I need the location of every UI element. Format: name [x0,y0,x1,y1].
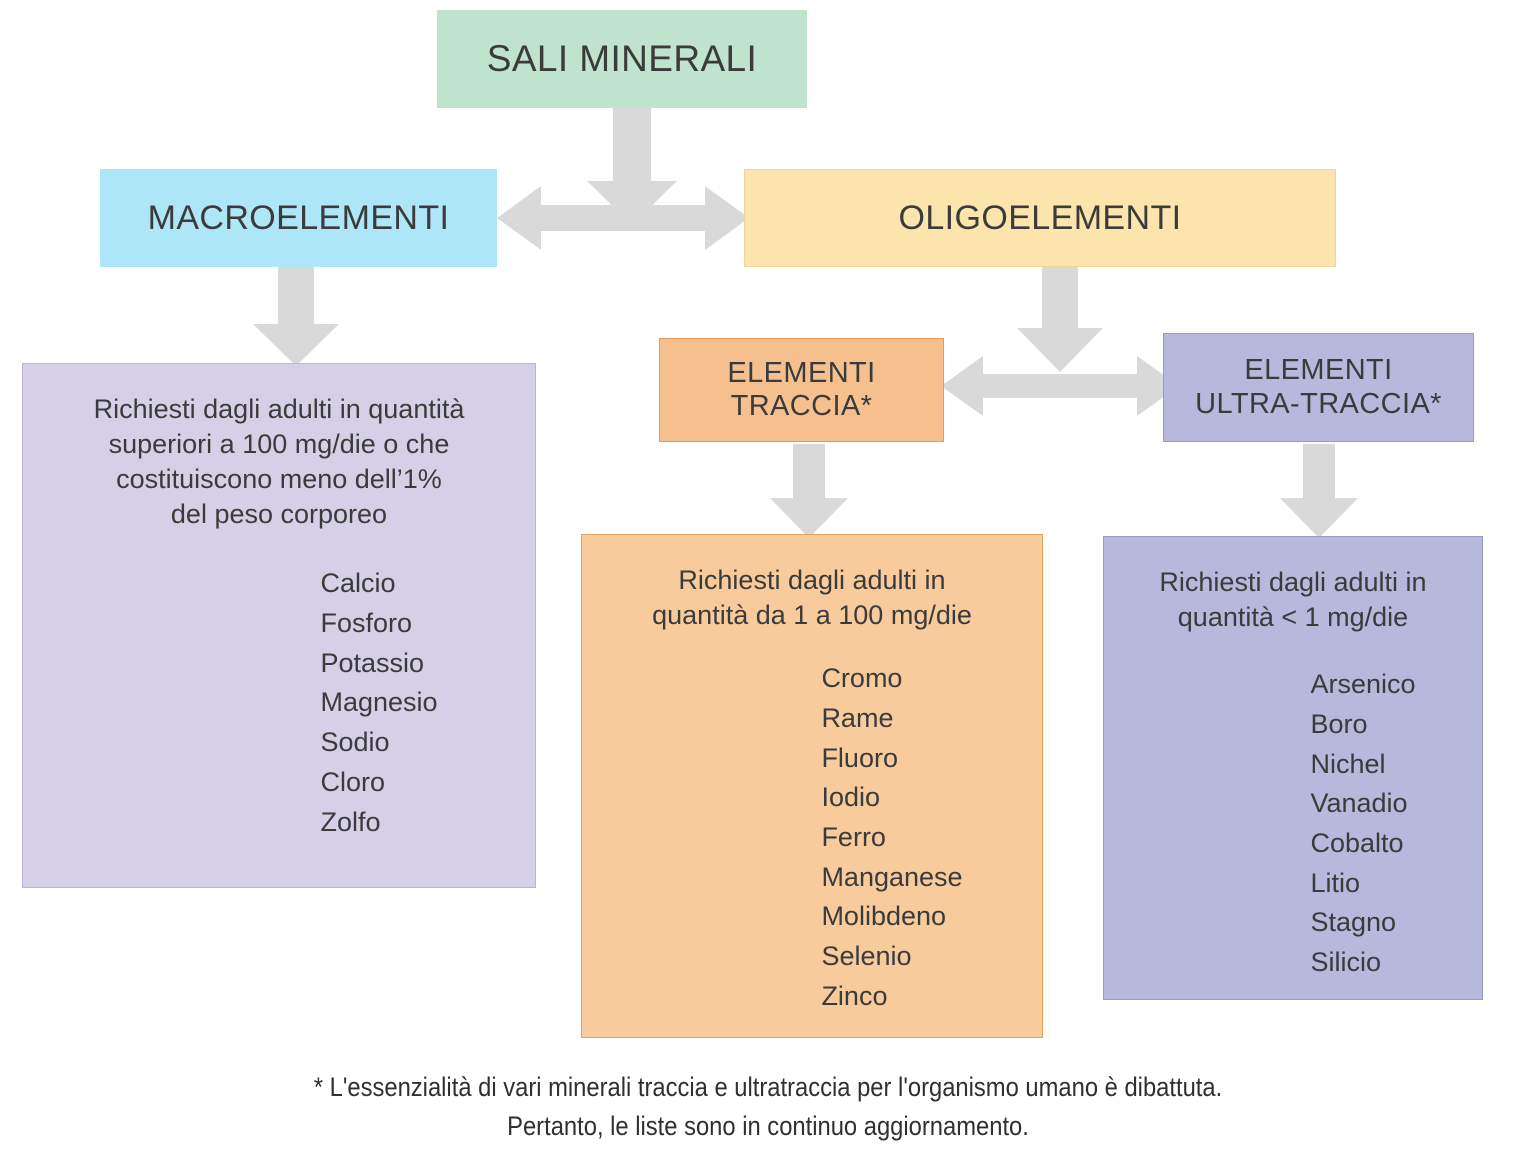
node-elementi-ultra-traccia-label: ELEMENTI ULTRA-TRACCIA* [1195,354,1442,420]
list-item: Iodio [821,782,880,813]
list-item: Potassio [320,647,425,678]
panel-macroelementi-description: Richiesti dagli adulti in quantità super… [93,394,465,530]
node-oligoelementi[interactable]: OLIGOELEMENTI [744,169,1336,267]
list-item: Fluoro [821,742,898,773]
list-item: Cloro [320,766,385,797]
list-item: Selenio [821,941,912,971]
list-item: Fosforo [320,608,412,639]
list-item: Manganese [821,861,963,892]
node-elementi-ultra-traccia[interactable]: ELEMENTI ULTRA-TRACCIA* [1163,333,1474,442]
list-item: Molibdeno [821,901,947,932]
panel-macroelementi-detail: Richiesti dagli adulti in quantità super… [22,363,536,888]
panel-elementi-traccia-description: Richiesti dagli adulti in quantità da 1 … [652,565,972,631]
node-macroelementi[interactable]: MACROELEMENTI [100,169,497,267]
node-macroelementi-label: MACROELEMENTI [147,198,450,237]
list-item: Boro [1310,708,1368,739]
list-item: Silicio [1310,947,1381,977]
list-item: Arsenico [1310,669,1416,700]
panel-elementi-traccia-detail: Richiesti dagli adulti in quantità da 1 … [581,534,1043,1038]
footnote-text: * L'essenzialità di vari minerali tracci… [313,1072,1223,1142]
list-item: Calcio [320,568,396,599]
list-item: Zinco [821,980,888,1011]
arrow-traccia-ultratraccia [941,348,1179,424]
node-elementi-traccia[interactable]: ELEMENTI TRACCIA* [659,338,944,442]
list-item: Rame [821,702,894,733]
list-item: Stagno [1310,907,1397,938]
arrow-ultratraccia-down [1280,444,1358,538]
arrow-macro-oligo-双 [497,178,749,258]
panel-elementi-ultra-traccia-description: Richiesti dagli adulti in quantità < 1 m… [1159,567,1427,633]
list-item: Cromo [821,663,903,694]
list-item: Magnesio [320,687,438,718]
list-item: Zolfo [320,806,381,837]
arrow-root-down [587,107,677,225]
panel-elementi-ultra-traccia-detail: Richiesti dagli adulti in quantità < 1 m… [1103,536,1483,1000]
node-oligoelementi-label: OLIGOELEMENTI [898,198,1182,237]
list-item: Sodio [320,727,390,758]
node-elementi-traccia-label: ELEMENTI TRACCIA* [727,356,876,422]
list-item: Nichel [1310,748,1386,779]
list-item: Litio [1310,867,1360,898]
arrow-macro-down [253,266,339,366]
arrow-oligo-down [1017,266,1103,372]
node-sali-minerali[interactable]: SALI MINERALI [437,10,807,108]
list-item: Cobalto [1310,827,1404,858]
list-item: Ferro [821,821,886,852]
list-item: Vanadio [1310,788,1408,819]
node-sali-minerali-label: SALI MINERALI [486,37,758,79]
arrow-traccia-down [770,444,848,538]
